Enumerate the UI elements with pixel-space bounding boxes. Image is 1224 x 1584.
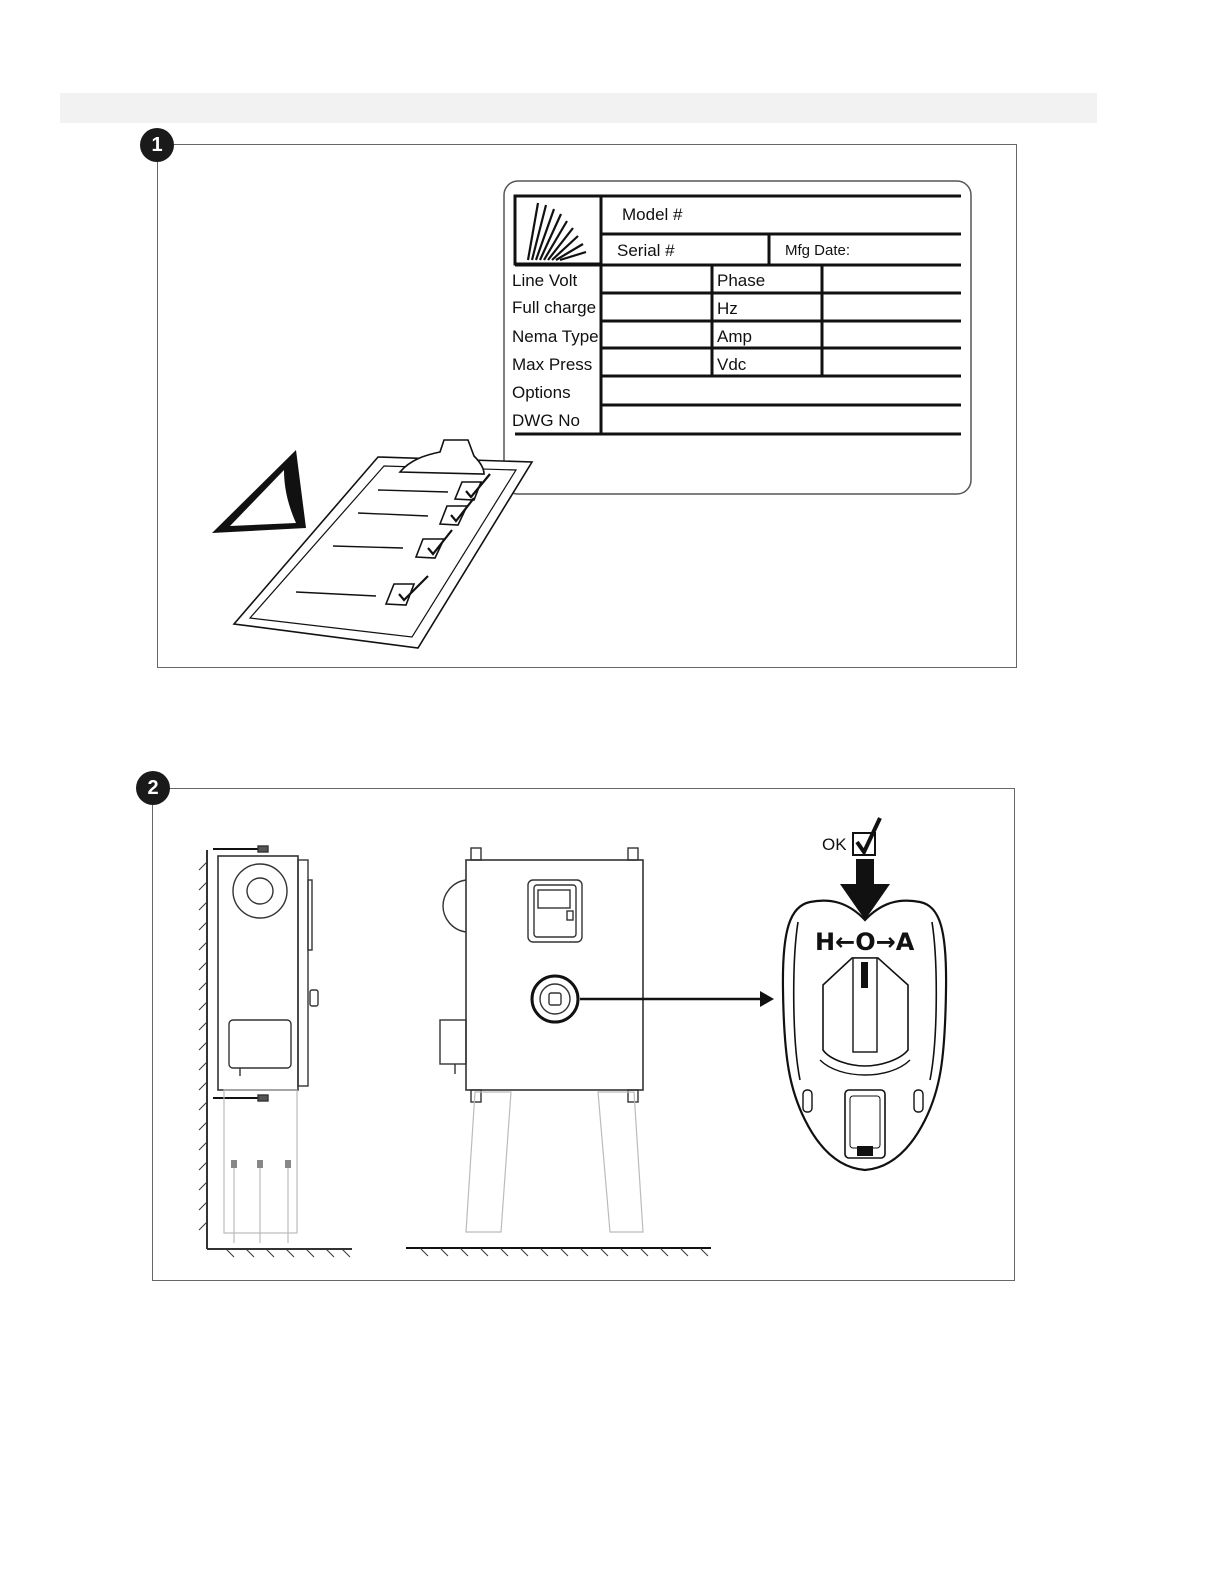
floor-stand-front-view <box>406 848 774 1256</box>
hoa-mode-label: H←O→A <box>815 928 915 956</box>
ok-label: OK <box>822 835 847 854</box>
hoa-switch-detail: OK H←O→A <box>783 818 946 1170</box>
wall-mount-side-view <box>199 846 352 1257</box>
